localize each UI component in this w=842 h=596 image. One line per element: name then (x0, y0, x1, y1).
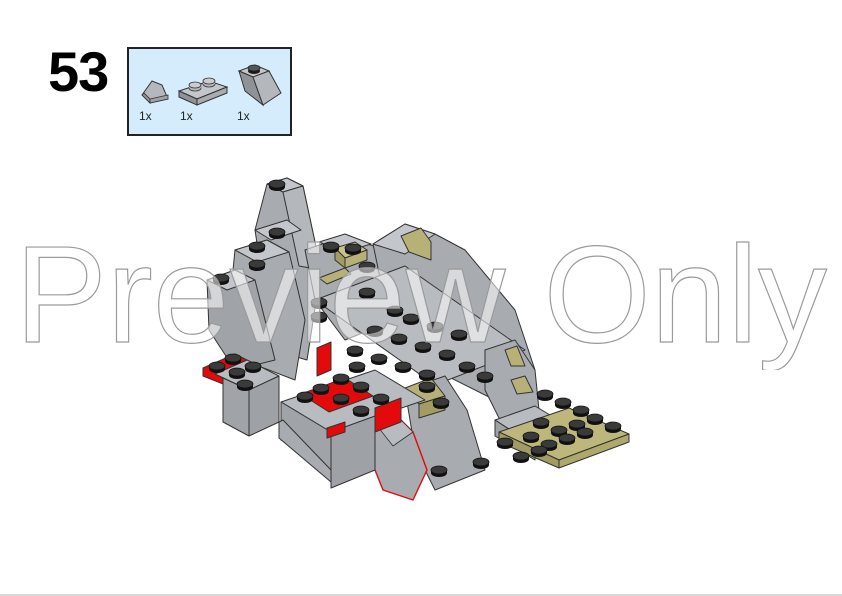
part-quantity: 1x (237, 109, 250, 123)
slope-2x1-part-icon (235, 61, 283, 111)
part-quantity: 1x (139, 109, 152, 123)
model-illustration (195, 170, 635, 515)
step-number: 53 (48, 40, 109, 103)
parts-list-callout: 1x 1x 1x (127, 47, 292, 136)
part-quantity: 1x (180, 109, 193, 123)
plate-1x2-part-icon (177, 73, 229, 107)
page-bottom-divider (0, 594, 842, 596)
slope-1x1-part-icon (138, 77, 172, 105)
